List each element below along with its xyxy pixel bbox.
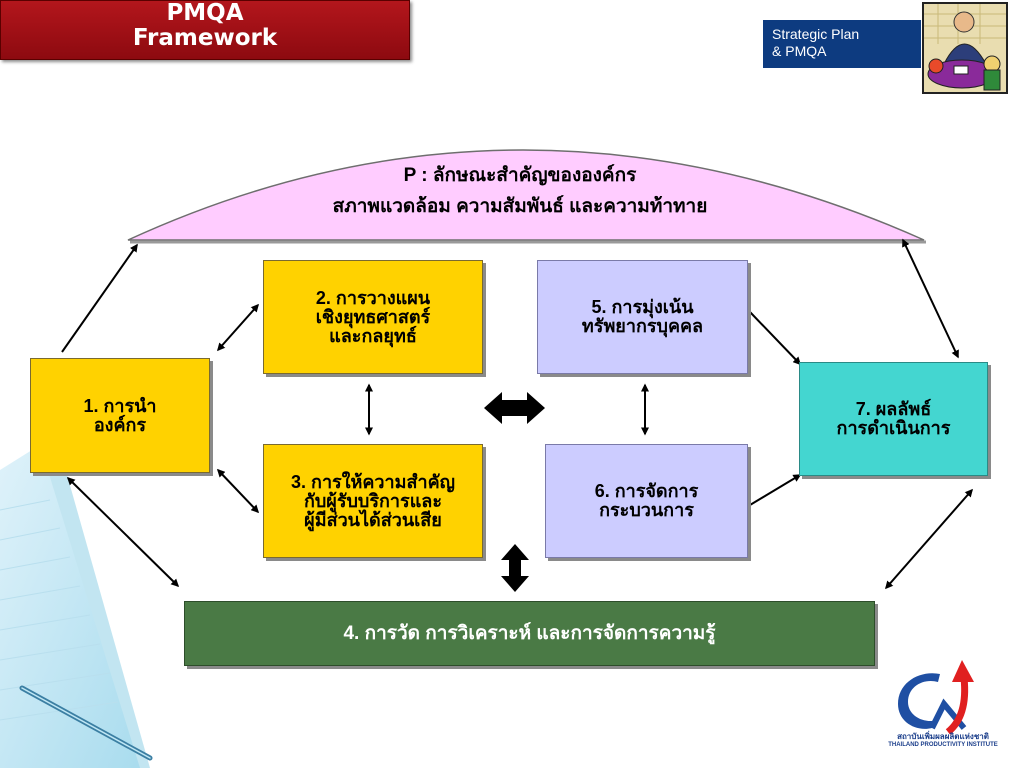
node-leadership-line1: 1. การนำ [83, 395, 157, 416]
node-customer-focus: 3. การให้ความสำคัญ กับผู้รับบริการและ ผู… [263, 444, 483, 558]
arrow-to-measurement [501, 544, 529, 592]
node-workforce-focus: 5. การมุ่งเน้น ทรัพยากรบุคคล [537, 260, 748, 374]
node-measurement: 4. การวัด การวิเคราะห์ และการจัดการความร… [184, 601, 875, 666]
node-customer-line2: กับผู้รับบริการและ [303, 490, 443, 511]
node-planning-line2: เชิงยุทธศาสตร์ [315, 306, 431, 327]
node-results-line1: 7. ผลลัพธ์ [855, 399, 932, 419]
node-leadership-line2: องค์กร [93, 414, 147, 435]
subtitle-banner: Strategic Plan & PMQA [763, 20, 921, 68]
profile-line1: P : ลักษณะสำคัญขององค์กร [403, 165, 637, 186]
node-results: 7. ผลลัพธ์ การดำเนินการ [799, 362, 988, 476]
arrow-profile-results [902, 238, 959, 359]
logo-thai-name: สถาบันเพิ่มผลผลิตแห่งชาติ [897, 732, 989, 741]
page-title-line2: Framework [132, 25, 278, 51]
logo-english-name: THAILAND PRODUCTIVITY INSTITUTE [888, 742, 998, 748]
meeting-clipart-icon [922, 2, 1008, 94]
arrow-leadership-measurement [66, 476, 180, 588]
tpi-logo-text: สถาบันเพิ่มผลผลิตแห่งชาติ THAILAND PRODU… [888, 733, 998, 749]
node-measurement-line1: 4. การวัด การวิเคราะห์ และการจัดการความร… [343, 623, 716, 644]
tpi-logo-icon [898, 660, 974, 735]
page-title: PMQA Framework [0, 0, 410, 60]
page-title-line1: PMQA [166, 0, 244, 26]
notebook-decoration [0, 445, 153, 768]
node-customer-line1: 3. การให้ความสำคัญ [291, 471, 455, 492]
subtitle-line1: Strategic Plan [772, 26, 860, 42]
node-leadership: 1. การนำ องค์กร [30, 358, 210, 473]
node-strategic-planning: 2. การวางแผน เชิงยุทธศาสตร์ และกลยุทธ์ [263, 260, 483, 374]
node-process-management: 6. การจัดการ กระบวนการ [545, 444, 748, 558]
profile-line2: สภาพแวดล้อม ความสัมพันธ์ และความท้าทาย [332, 196, 708, 217]
profile-arc [127, 149, 925, 241]
arrow-leadership-planning [217, 303, 259, 352]
arrow-leadership-customer [216, 468, 260, 514]
arrow-workforce-results [749, 311, 802, 366]
arrow-results-measurement [885, 488, 973, 590]
subtitle-line2: & PMQA [772, 43, 827, 59]
organizational-profile: P : ลักษณะสำคัญขององค์กร สภาพแวดล้อม ควา… [240, 160, 800, 222]
node-workforce-line1: 5. การมุ่งเน้น [591, 297, 694, 317]
arrow-process-results [749, 474, 802, 506]
node-customer-line3: ผู้มีส่วนได้ส่วนเสีย [304, 509, 442, 530]
node-planning-line3: และกลยุทธ์ [329, 325, 417, 346]
node-process-line1: 6. การจัดการ [594, 481, 699, 501]
node-planning-line1: 2. การวางแผน [315, 287, 431, 308]
arrow-center-bidirectional [484, 392, 545, 424]
arrow-leadership-to-profile [61, 243, 138, 353]
node-process-line2: กระบวนการ [599, 500, 694, 520]
node-results-line2: การดำเนินการ [836, 418, 951, 438]
node-workforce-line2: ทรัพยากรบุคคล [581, 316, 704, 336]
